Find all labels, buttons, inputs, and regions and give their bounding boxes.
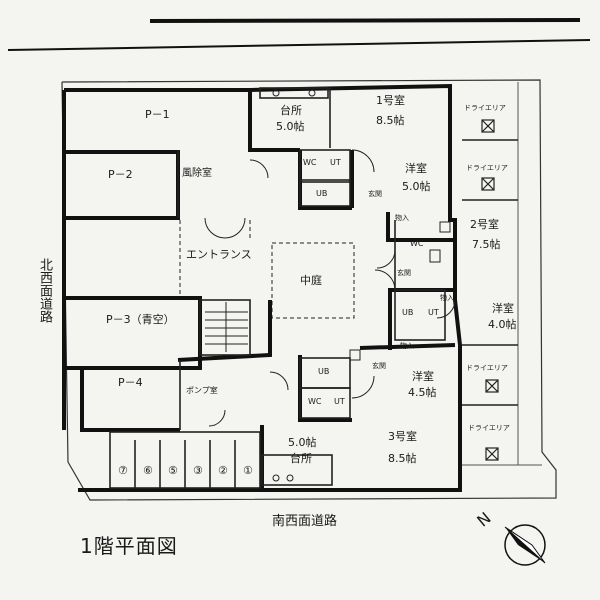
unit3-ub: UB — [318, 367, 329, 376]
unit1-ut: UT — [330, 158, 341, 167]
unit3-western-area: 4.5帖 — [408, 386, 437, 399]
entrance-label: エントランス — [186, 248, 252, 261]
unit3-name: 3号室 — [388, 429, 417, 443]
courtyard-outline — [271, 242, 355, 319]
dry-area-label-2: ドライエリア — [466, 164, 508, 172]
north-west-road-label: 北西面道路 — [37, 258, 52, 323]
unit2-ub: UB — [402, 308, 413, 317]
compass-icon — [504, 524, 546, 566]
unit1-wc: WC — [303, 158, 317, 167]
header-rule-bottom — [7, 39, 591, 51]
bike-slot: ⑥ — [143, 464, 153, 477]
unit1-storage: 物入 — [395, 213, 409, 222]
dry-area-label-3: ドライエリア — [466, 364, 508, 372]
header-rule-top — [149, 18, 581, 23]
unit2-western-label: 洋室 — [492, 301, 514, 315]
bike-slot: ⑦ — [118, 464, 128, 477]
fixtures — [272, 89, 451, 482]
unit1-western-label: 洋室 — [405, 161, 427, 175]
unit3-kitchen-label: 台所 — [290, 451, 312, 465]
dry-area-label-4: ドライエリア — [468, 424, 510, 432]
partitions — [109, 87, 518, 489]
unit3-ut: UT — [334, 397, 345, 406]
unit1-kitchen-label: 台所 — [280, 103, 302, 117]
windbreak-label: 風除室 — [182, 166, 212, 179]
site-boundary — [61, 79, 557, 501]
unit3-genkan: 玄関 — [372, 361, 386, 370]
unit2-ut: UT — [428, 308, 439, 317]
unit1-genkan: 玄関 — [368, 189, 382, 198]
dry-area-x-icons — [481, 119, 499, 461]
unit1-name: 1号室 — [376, 93, 405, 107]
parking-label-p3: P－3（青空） — [106, 312, 175, 326]
unit2-western-area: 4.0帖 — [488, 318, 517, 331]
bike-slot: ① — [243, 464, 253, 477]
door-swings — [204, 149, 456, 427]
pump-room-label: ポンプ室 — [186, 385, 218, 395]
unit3-western-label: 洋室 — [412, 369, 434, 383]
south-west-road-label: 南西面道路 — [272, 514, 338, 529]
unit1-main-area: 8.5帖 — [376, 114, 405, 127]
unit2-wc: WC — [410, 239, 424, 248]
bike-slot: ③ — [193, 464, 203, 477]
courtyard-label: 中庭 — [300, 273, 322, 287]
page-title: 1階平面図 — [80, 534, 178, 558]
unit2-genkan: 玄関 — [397, 268, 411, 277]
unit3-storage: 物入 — [400, 341, 414, 350]
unit3-kitchen-area: 5.0帖 — [288, 436, 317, 449]
unit3-wc: WC — [308, 397, 322, 406]
unit2-storage: 物入 — [440, 293, 454, 302]
parking-label-p1: P－1 — [145, 108, 170, 121]
dry-area-label-1: ドライエリア — [464, 104, 506, 112]
unit3-main-area: 8.5帖 — [388, 452, 417, 465]
unit1-western-area: 5.0帖 — [402, 180, 431, 193]
unit1-kitchen-area: 5.0帖 — [276, 120, 305, 133]
bike-slot: ⑤ — [168, 464, 178, 477]
bike-slot: ② — [218, 464, 228, 477]
unit2-main-area: 7.5帖 — [472, 238, 501, 251]
parking-label-p4: P－4 — [118, 376, 143, 389]
parking-label-p2: P－2 — [108, 168, 133, 181]
unit2-name: 2号室 — [470, 217, 499, 231]
stair-hatch — [205, 302, 248, 352]
unit1-ub: UB — [316, 189, 327, 198]
